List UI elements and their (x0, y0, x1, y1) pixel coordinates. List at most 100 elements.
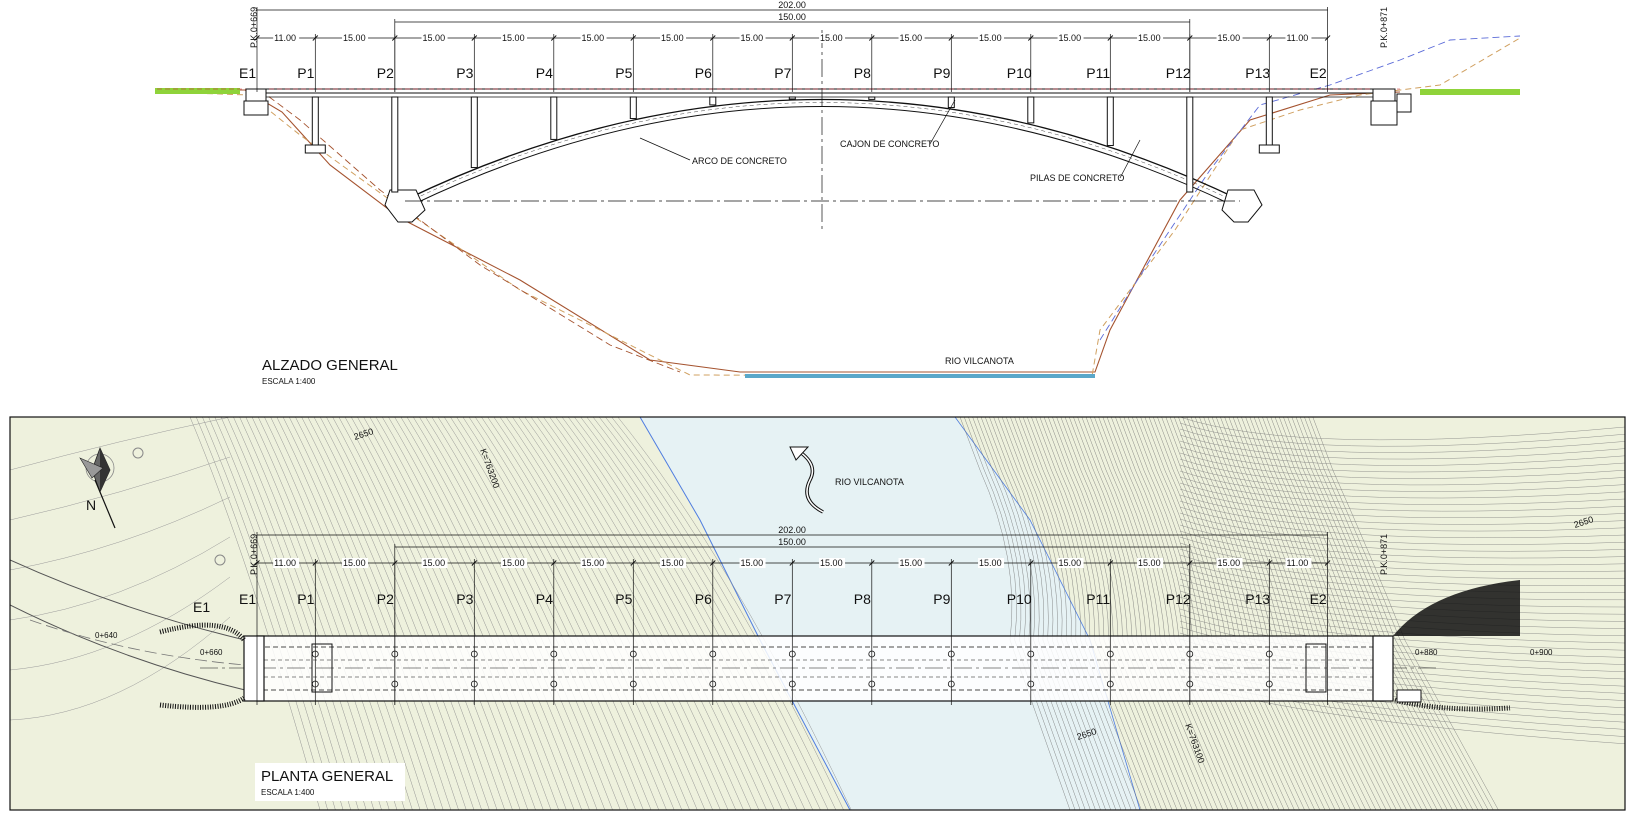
river-label-plan: RIO VILCANOTA (835, 477, 904, 487)
elevation-piers (304, 96, 1280, 193)
pier-column-p11 (1106, 96, 1114, 147)
dim-span: 15.00 (900, 558, 923, 568)
deck (157, 88, 1400, 98)
support-label-p4: P4 (536, 65, 553, 81)
concrete-arch (404, 98, 1241, 206)
dim-span: 15.00 (1138, 33, 1161, 43)
dim-span: 11.00 (1286, 33, 1308, 43)
support-label-p5: P5 (615, 65, 632, 81)
pier-column-p8 (868, 96, 876, 100)
pier-footing (304, 144, 326, 154)
support-label-p12: P12 (1166, 65, 1191, 81)
support-label-p3: P3 (456, 591, 473, 607)
plan-scale: ESCALA 1:400 (261, 788, 315, 797)
support-label-p12: P12 (1166, 591, 1191, 607)
river-water (745, 374, 1095, 378)
north-arrow-icon (79, 446, 226, 566)
station-start: P.K.0+669 (249, 7, 259, 48)
dim-total: 202.00 (778, 525, 806, 535)
dim-span: 15.00 (582, 558, 605, 568)
arch-label: ARCO DE CONCRETO (692, 156, 787, 166)
abutment-e2 (1370, 88, 1412, 126)
plan-station-end: P.K.0+871 (1379, 534, 1389, 575)
support-label-p10: P10 (1007, 591, 1032, 607)
support-label-e1: E1 (239, 65, 256, 81)
dim-span: 15.00 (343, 33, 366, 43)
pier-column-p13 (1265, 96, 1273, 146)
support-label-p1: P1 (297, 65, 314, 81)
abutment-e1 (243, 88, 269, 116)
grass-ends (155, 88, 1520, 95)
plan-station-start: P.K.0+669 (249, 534, 259, 575)
pier-column-p12 (1186, 96, 1194, 193)
dim-span: 15.00 (900, 33, 923, 43)
pier-column-p7 (788, 96, 796, 100)
pier-column-p10 (1027, 96, 1035, 124)
dim-span: 15.00 (820, 558, 843, 568)
dim-span: 15.00 (979, 558, 1002, 568)
dim-span: 15.00 (1138, 558, 1161, 568)
chainage-label: 0+640 (95, 631, 118, 640)
support-label-p7: P7 (774, 591, 791, 607)
pier-column-p1 (311, 96, 319, 146)
abutment-label-e1-approach: E1 (193, 599, 210, 615)
elevation-title: ALZADO GENERAL (262, 357, 398, 374)
pier-column-p2 (391, 96, 399, 193)
abutment-e1-plan (159, 622, 265, 710)
dim-span: 15.00 (741, 558, 764, 568)
pier-column-p4 (550, 96, 558, 140)
pier-column-p5 (629, 96, 637, 120)
dim-span: 15.00 (1059, 33, 1082, 43)
arch-foundations (384, 189, 1263, 223)
dim-span: 11.00 (274, 33, 296, 43)
support-label-p11: P11 (1086, 65, 1110, 81)
support-label-p5: P5 (615, 591, 632, 607)
pier-caps-plan (311, 643, 1327, 693)
elevation-scale: ESCALA 1:400 (262, 377, 316, 386)
river-area (640, 417, 1140, 810)
dim-span: 15.00 (1059, 558, 1082, 568)
dim-span: 15.00 (343, 558, 366, 568)
support-label-p10: P10 (1007, 65, 1032, 81)
dim-span: 15.00 (1218, 33, 1241, 43)
support-label-p13: P13 (1245, 65, 1270, 81)
deck-plan (200, 635, 1440, 702)
pier-footing (1258, 144, 1280, 154)
plan-frame (9, 416, 1626, 811)
plan-title: PLANTA GENERAL (261, 768, 393, 785)
dim-span: 11.00 (274, 558, 296, 568)
river-label-elevation: RIO VILCANOTA (945, 356, 1014, 366)
support-label-p2: P2 (377, 65, 394, 81)
north-label: N (86, 497, 96, 513)
support-label-e2: E2 (1310, 65, 1327, 81)
support-label-p3: P3 (456, 65, 473, 81)
dim-span: 15.00 (423, 558, 446, 568)
chainage-label: 0+880 (1415, 648, 1438, 657)
dim-arch-span: 150.00 (778, 537, 806, 547)
support-label-p2: P2 (377, 591, 394, 607)
road-approach-left (10, 559, 246, 641)
support-label-p7: P7 (774, 65, 791, 81)
station-end: P.K.0+871 (1379, 7, 1389, 48)
terrain-profile (156, 35, 1521, 377)
pier-column-p3 (470, 96, 478, 169)
support-label-p11: P11 (1086, 591, 1110, 607)
dim-span: 15.00 (423, 33, 446, 43)
support-label-p1: P1 (297, 591, 314, 607)
river-flow-arrow (789, 446, 824, 514)
plan-view: 202.00 150.00 11.00 15.00 15.00 15.00 15.00 15.… (9, 416, 1626, 811)
box-girder-label: CAJON DE CONCRETO (840, 139, 939, 149)
support-label-e2: E2 (1310, 591, 1327, 607)
support-label-p6: P6 (695, 591, 712, 607)
support-label-e1: E1 (239, 591, 256, 607)
support-label-p9: P9 (933, 65, 950, 81)
pier-column-p9 (947, 96, 955, 109)
dim-span: 15.00 (661, 33, 684, 43)
support-label-p6: P6 (695, 65, 712, 81)
dim-span: 15.00 (502, 558, 525, 568)
